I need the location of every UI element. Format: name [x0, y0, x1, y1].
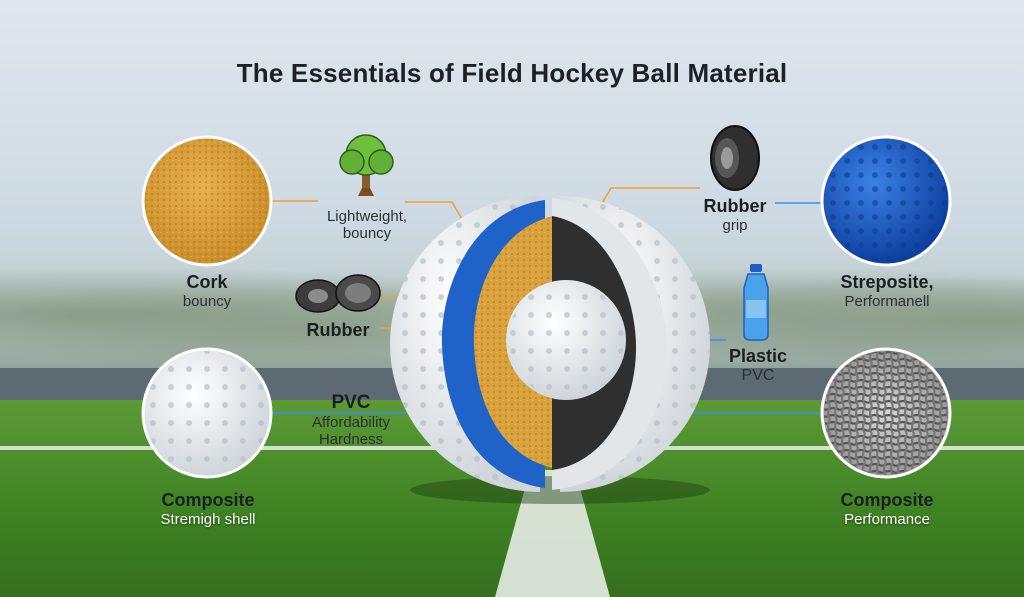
streposite-label: Streposite, Performanell — [820, 272, 954, 310]
streposite-name: Streposite, — [840, 272, 934, 292]
composite-left-label: Composite Stremigh shell — [128, 490, 288, 528]
streposite-desc: Performanell — [844, 293, 930, 310]
tires-icon — [295, 274, 381, 313]
composite-right-swatch — [820, 347, 952, 479]
rubber-right-desc: grip — [722, 217, 748, 234]
composite-left-desc: Stremigh shell — [160, 511, 256, 528]
plastic-desc: PVC — [741, 367, 775, 384]
pvc-line2: Hardness — [318, 431, 384, 448]
plastic-name: Plastic — [728, 346, 788, 366]
rubber-left-label: Rubber — [296, 320, 380, 341]
bottle-icon — [743, 264, 769, 341]
composite-right-name: Composite — [840, 490, 934, 510]
pvc-line1: Affordability — [311, 414, 391, 431]
cork-desc: bouncy — [182, 293, 232, 310]
rubber-right-label: Rubber grip — [690, 196, 780, 234]
pvc-name: PVC — [331, 392, 371, 413]
composite-right-desc: Performance — [844, 511, 930, 528]
rubber-left-name: Rubber — [306, 320, 370, 340]
streposite-swatch — [820, 135, 952, 267]
pvc-label: PVC Affordability Hardness — [296, 392, 406, 448]
plastic-label: Plastic PVC — [718, 346, 798, 385]
composite-left-name: Composite — [161, 490, 255, 510]
tire-icon — [710, 125, 760, 191]
hockey-ball-cutaway — [390, 196, 710, 504]
rubber-right-name: Rubber — [703, 196, 767, 216]
lightweight-line2: bouncy — [342, 225, 392, 242]
lightweight-line1: Lightweight, — [326, 208, 408, 225]
cork-label: Cork bouncy — [140, 272, 274, 310]
composite-left-swatch — [141, 347, 273, 479]
cork-name: Cork — [186, 272, 228, 292]
cork-swatch — [141, 135, 273, 267]
page-title: The Essentials of Field Hockey Ball Mate… — [236, 58, 788, 88]
composite-right-label: Composite Performance — [812, 490, 962, 528]
lightweight-label: Lightweight, bouncy — [312, 208, 422, 242]
tree-icon — [339, 134, 394, 196]
